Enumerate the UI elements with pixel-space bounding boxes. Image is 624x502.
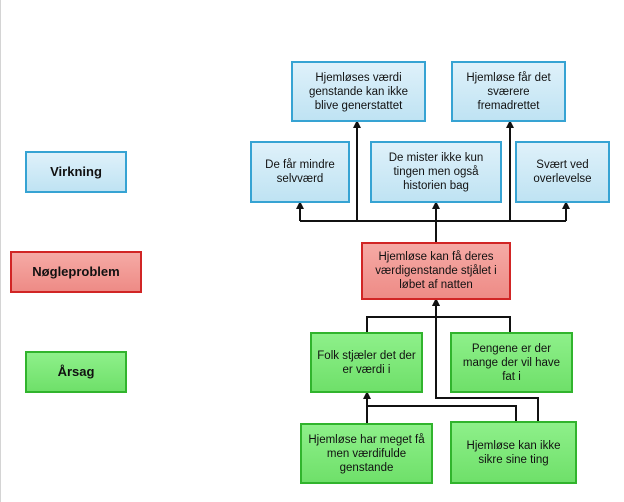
cause-box: Pengene er der mange der vil have fat i: [450, 332, 573, 393]
legend-core-problem: Nøgleproblem: [10, 251, 142, 293]
effect-box: De mister ikke kun tingen men også histo…: [370, 141, 502, 203]
legend-effect-label: Virkning: [50, 164, 102, 179]
effect-text: Svært ved overlevelse: [533, 159, 592, 185]
connector-c3-c4: [366, 405, 517, 423]
connector-c4-to-core: [432, 298, 539, 421]
effect-text: De får mindre selvværd: [265, 159, 335, 185]
effect-text: Hjemløses værdi genstande kan ikke blive…: [308, 71, 409, 112]
effect-box: Svært ved overlevelse: [515, 141, 610, 203]
core-problem-text: Hjemløse kan få deres værdigenstande stj…: [375, 251, 497, 291]
legend-core-label: Nøgleproblem: [32, 264, 120, 279]
connector-c1-c2-bus: [366, 316, 511, 332]
effect-box: Hjemløse får det sværere fremadrettet: [451, 61, 566, 122]
effect-text: Hjemløse får det sværere fremadrettet: [466, 71, 551, 112]
cause-text: Folk stjæler det der er værdi i: [317, 349, 416, 376]
cause-text: Pengene er der mange der vil have fat i: [462, 342, 561, 383]
cause-box: Folk stjæler det der er værdi i: [310, 332, 423, 393]
effect-box: Hjemløses værdi genstande kan ikke blive…: [291, 61, 426, 122]
cause-box: Hjemløse har meget få men værdifulde gen…: [300, 423, 433, 484]
effect-text: De mister ikke kun tingen men også histo…: [388, 152, 484, 192]
cause-text: Hjemløse kan ikke sikre sine ting: [466, 439, 561, 466]
effect-box: De får mindre selvværd: [250, 141, 350, 203]
legend-effect: Virkning: [25, 151, 127, 193]
legend-cause-label: Årsag: [57, 364, 95, 379]
cause-text: Hjemløse har meget få men værdifulde gen…: [308, 433, 425, 474]
cause-box: Hjemløse kan ikke sikre sine ting: [450, 421, 577, 484]
core-problem-box: Hjemløse kan få deres værdigenstande stj…: [361, 242, 511, 300]
legend-cause: Årsag: [25, 351, 127, 393]
